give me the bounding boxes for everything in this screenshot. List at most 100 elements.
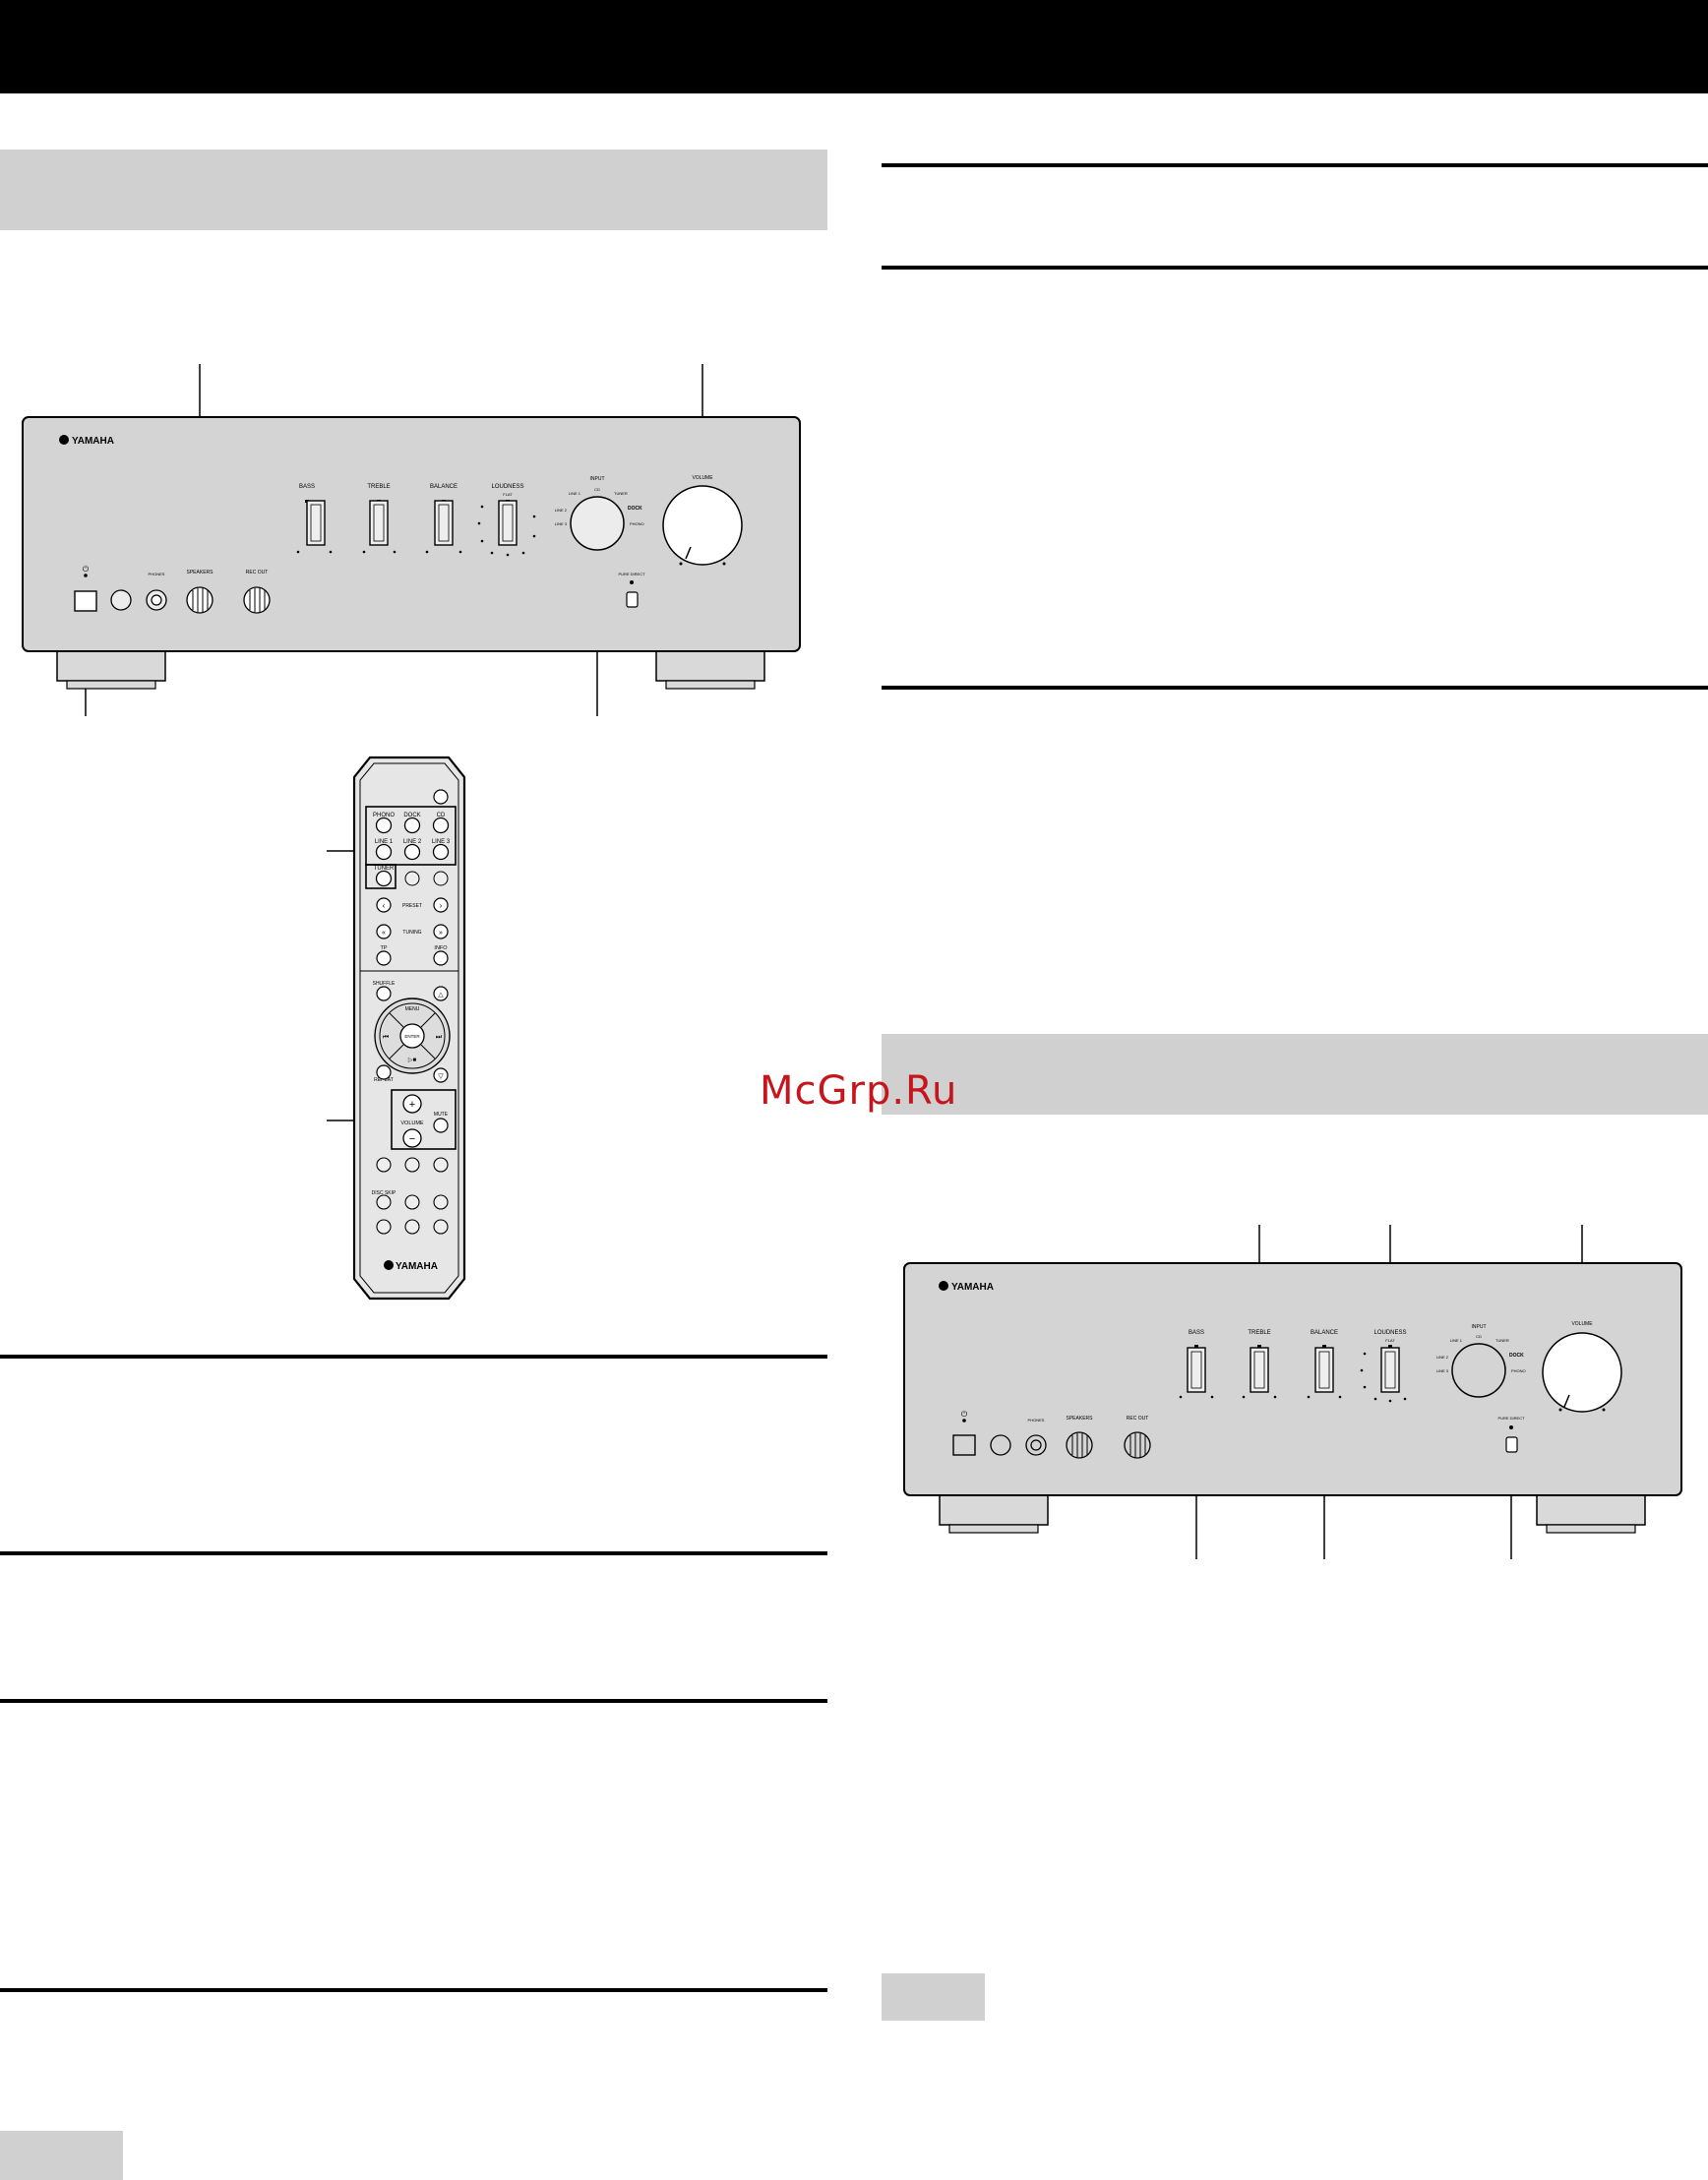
- mute-button[interactable]: [433, 1118, 449, 1133]
- remote-input-label: DOCK: [403, 813, 420, 818]
- bass-control[interactable]: [306, 500, 326, 546]
- flat-label: FLAT: [503, 492, 513, 497]
- volume-knob[interactable]: [1542, 1332, 1622, 1413]
- volume-up-button[interactable]: [402, 1094, 422, 1114]
- double-chevron-right-icon: »: [439, 930, 443, 937]
- preset-up-button[interactable]: [433, 897, 449, 913]
- bass-control[interactable]: [1187, 1347, 1206, 1393]
- repeat-button[interactable]: [376, 1064, 392, 1080]
- divider-rule: [0, 1699, 827, 1703]
- treble-control[interactable]: [369, 500, 389, 546]
- skip-forward-icon: ⏭: [436, 1034, 443, 1041]
- phones-label: PHONES: [1028, 1418, 1045, 1423]
- down-button[interactable]: [433, 1067, 449, 1083]
- tuning-down-button[interactable]: [376, 924, 392, 939]
- remote-line1-button[interactable]: [375, 843, 393, 861]
- loudness-control[interactable]: [1380, 1347, 1400, 1393]
- input-source-label: LINE 1: [1450, 1338, 1463, 1343]
- amplifier-front-panel-illustration: YAMAHA BASS TREBLE BALANCE LOUDNESS FLAT…: [903, 1225, 1682, 1559]
- treble-label: TREBLE: [367, 484, 390, 490]
- amplifier-front-panel-illustration: YAMAHA BASS TREBLE BALANCE LOUDNESS FLAT…: [22, 364, 801, 716]
- rec-out-label: REC OUT: [1127, 1416, 1149, 1422]
- phones-jack[interactable]: [151, 594, 162, 606]
- balance-control[interactable]: [434, 500, 454, 546]
- note-tab-right: [882, 1973, 985, 2021]
- balance-label: BALANCE: [1311, 1330, 1338, 1336]
- speakers-selector[interactable]: [186, 586, 214, 614]
- balance-label: BALANCE: [430, 484, 458, 490]
- enter-label: ENTER: [404, 1034, 420, 1039]
- disc-skip-button[interactable]: [376, 1194, 392, 1210]
- brand-logo: YAMAHA: [72, 436, 114, 447]
- remote-line3-button[interactable]: [432, 843, 450, 861]
- plus-icon: +: [409, 1099, 415, 1111]
- rec-out-selector[interactable]: [1124, 1431, 1151, 1459]
- enter-button[interactable]: [399, 1023, 425, 1049]
- info-button[interactable]: [433, 950, 449, 966]
- shuffle-label: SHUFFLE: [373, 981, 396, 987]
- remote-dock-button[interactable]: [403, 817, 421, 834]
- input-source-label: CD: [594, 487, 600, 492]
- power-indicator: [990, 1434, 1011, 1456]
- power-icon: ⏻: [83, 565, 90, 574]
- pure-direct-button[interactable]: [626, 591, 639, 608]
- volume-down-button[interactable]: [402, 1128, 422, 1148]
- volume-knob[interactable]: [662, 485, 743, 566]
- divider-rule: [882, 163, 1708, 167]
- phones-label: PHONES: [149, 572, 165, 576]
- input-source-label: LINE 2: [1436, 1355, 1449, 1360]
- preset-down-button[interactable]: [376, 897, 392, 913]
- treble-control[interactable]: [1250, 1347, 1269, 1393]
- input-source-label: LINE 3: [555, 521, 568, 526]
- divider-rule: [0, 1551, 827, 1555]
- bass-label: BASS: [299, 484, 315, 490]
- brand-logo: YAMAHA: [951, 1282, 994, 1293]
- remote-tuner-button[interactable]: [375, 870, 393, 887]
- eject-button[interactable]: [433, 986, 449, 1001]
- tp-button[interactable]: [376, 950, 392, 966]
- remote-input-label: LINE 3: [432, 839, 451, 845]
- input-selector-knob[interactable]: [570, 496, 625, 551]
- divider-rule: [882, 686, 1708, 690]
- remote-volume-label: VOLUME: [400, 1120, 424, 1126]
- input-source-label: TUNER: [1495, 1338, 1509, 1343]
- divider-rule: [0, 1355, 827, 1359]
- remote-line2-button[interactable]: [403, 843, 421, 861]
- input-selector-knob[interactable]: [1451, 1343, 1506, 1398]
- remote-input-label: LINE 1: [375, 839, 394, 845]
- volume-label: VOLUME: [1571, 1321, 1593, 1327]
- remote-brand-logo: YAMAHA: [396, 1261, 438, 1272]
- power-indicator: [110, 589, 132, 611]
- phones-jack[interactable]: [1030, 1439, 1042, 1451]
- minus-icon: −: [409, 1133, 415, 1145]
- balance-control[interactable]: [1314, 1347, 1334, 1393]
- pure-direct-label: PURE DIRECT: [618, 572, 645, 576]
- loudness-label: LOUDNESS: [491, 484, 523, 490]
- double-chevron-left-icon: «: [382, 930, 386, 937]
- repeat-label: REPEAT: [374, 1077, 394, 1083]
- triangle-down-icon: ▽: [438, 1073, 444, 1080]
- speakers-selector[interactable]: [1066, 1431, 1093, 1459]
- header-bar: [0, 0, 1708, 93]
- treble-label: TREBLE: [1248, 1330, 1270, 1336]
- yamaha-logo-icon: [59, 435, 69, 445]
- yamaha-logo-icon: [384, 1260, 394, 1270]
- remote-phono-button[interactable]: [375, 817, 393, 834]
- rec-out-selector[interactable]: [243, 586, 271, 614]
- input-source-label: CD: [1476, 1334, 1482, 1339]
- shuffle-button[interactable]: [376, 986, 392, 1001]
- remote-cd-button[interactable]: [432, 817, 450, 834]
- power-button[interactable]: [74, 590, 97, 612]
- power-button[interactable]: [952, 1434, 976, 1456]
- input-source-label: LINE 2: [555, 508, 568, 513]
- loudness-control[interactable]: [498, 500, 518, 546]
- tuning-up-button[interactable]: [433, 924, 449, 939]
- speakers-label: SPEAKERS: [1067, 1416, 1094, 1422]
- flat-label: FLAT: [1385, 1338, 1395, 1343]
- rec-out-label: REC OUT: [246, 570, 269, 575]
- input-source-label: DOCK: [628, 506, 642, 512]
- menu-label: MENU: [405, 1006, 420, 1012]
- pure-direct-button[interactable]: [1505, 1436, 1518, 1453]
- remote-power-button[interactable]: [433, 789, 449, 805]
- play-pause-icon: ▷■: [408, 1058, 417, 1063]
